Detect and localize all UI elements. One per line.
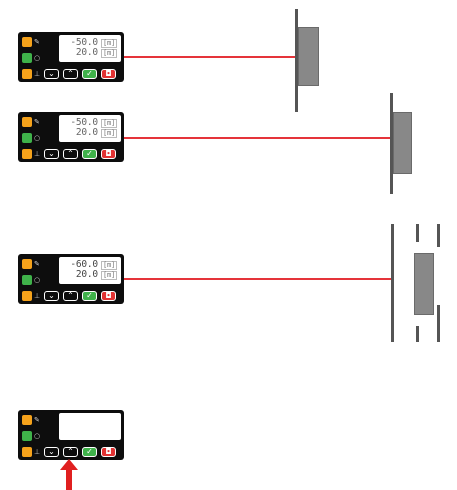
escape-icon[interactable]: ◘: [101, 447, 116, 457]
check-icon[interactable]: ✓: [82, 447, 97, 457]
check-icon[interactable]: ✓: [82, 149, 97, 159]
pointer-arrow-icon: [60, 459, 78, 490]
display-screen: -60.0[m] 20.0[m]: [59, 257, 121, 284]
orange-indicator-1: [22, 37, 32, 47]
orange-indicator-1: [22, 259, 32, 269]
down-arrow-key-icon[interactable]: ⌄: [44, 291, 59, 301]
down-arrow-key-icon[interactable]: ⌄: [44, 69, 59, 79]
reflector-rail-1: [295, 9, 298, 112]
circle-icon: ○: [34, 276, 41, 284]
orange-indicator-2: [22, 447, 32, 457]
orange-indicator-1: [22, 117, 32, 127]
escape-icon[interactable]: ◘: [101, 149, 116, 159]
reflector-rail-3: [391, 224, 394, 342]
reflector-plate-2: [393, 112, 412, 174]
display-screen: [59, 413, 121, 440]
up-arrow-key-icon[interactable]: ⌃: [63, 291, 78, 301]
pencil-icon: ✎: [34, 38, 40, 46]
green-indicator-1: [22, 431, 32, 441]
up-arrow-key-icon[interactable]: ⌃: [63, 149, 78, 159]
person-icon: ⊥: [34, 448, 41, 456]
green-indicator-1: [22, 133, 32, 143]
escape-icon[interactable]: ◘: [101, 291, 116, 301]
display-line-2: 20.0[m]: [75, 47, 117, 58]
guide-dash-2: [416, 326, 419, 342]
guide-dash-3: [437, 224, 440, 247]
guide-dash-1: [416, 224, 419, 242]
person-icon: ⊥: [34, 292, 41, 300]
down-arrow-key-icon[interactable]: ⌄: [44, 149, 59, 159]
display-line-2: 20.0[m]: [75, 127, 117, 138]
reflector-rail-2: [390, 93, 393, 194]
controller-panel-1: ✎ ○ ⊥ -50.0[m] 20.0[m] ⌄ ⌃ ✓ ◘: [18, 32, 124, 82]
moving-plate: [414, 253, 434, 315]
down-arrow-key-icon[interactable]: ⌄: [44, 447, 59, 457]
circle-icon: ○: [34, 432, 41, 440]
controller-panel-3: ✎ ○ ⊥ -60.0[m] 20.0[m] ⌄ ⌃ ✓ ◘: [18, 254, 124, 304]
green-indicator-1: [22, 53, 32, 63]
escape-icon[interactable]: ◘: [101, 69, 116, 79]
up-arrow-key-icon[interactable]: ⌃: [63, 69, 78, 79]
pencil-icon: ✎: [34, 260, 40, 268]
display-line-1: -50.0[m]: [70, 37, 117, 48]
laser-beam-3: [124, 278, 392, 280]
circle-icon: ○: [34, 134, 41, 142]
green-indicator-1: [22, 275, 32, 285]
display-line-1: -50.0[m]: [70, 117, 117, 128]
display-line-2: 20.0[m]: [75, 269, 117, 280]
controller-panel-2: ✎ ○ ⊥ -50.0[m] 20.0[m] ⌄ ⌃ ✓ ◘: [18, 112, 124, 162]
laser-beam-1: [124, 56, 296, 58]
controller-panel-4: ✎ ○ ⊥ ⌄ ⌃ ✓ ◘: [18, 410, 124, 460]
display-line-1: -60.0[m]: [70, 259, 117, 270]
up-arrow-key-icon[interactable]: ⌃: [63, 447, 78, 457]
guide-dash-4: [437, 305, 440, 342]
person-icon: ⊥: [34, 70, 41, 78]
orange-indicator-2: [22, 69, 32, 79]
orange-indicator-1: [22, 415, 32, 425]
reflector-plate-1: [298, 27, 319, 86]
orange-indicator-2: [22, 291, 32, 301]
circle-icon: ○: [34, 54, 41, 62]
check-icon[interactable]: ✓: [82, 69, 97, 79]
pencil-icon: ✎: [34, 416, 40, 424]
laser-beam-2: [124, 137, 391, 139]
person-icon: ⊥: [34, 150, 41, 158]
orange-indicator-2: [22, 149, 32, 159]
display-screen: -50.0[m] 20.0[m]: [59, 115, 121, 142]
display-screen: -50.0[m] 20.0[m]: [59, 35, 121, 62]
pencil-icon: ✎: [34, 118, 40, 126]
check-icon[interactable]: ✓: [82, 291, 97, 301]
